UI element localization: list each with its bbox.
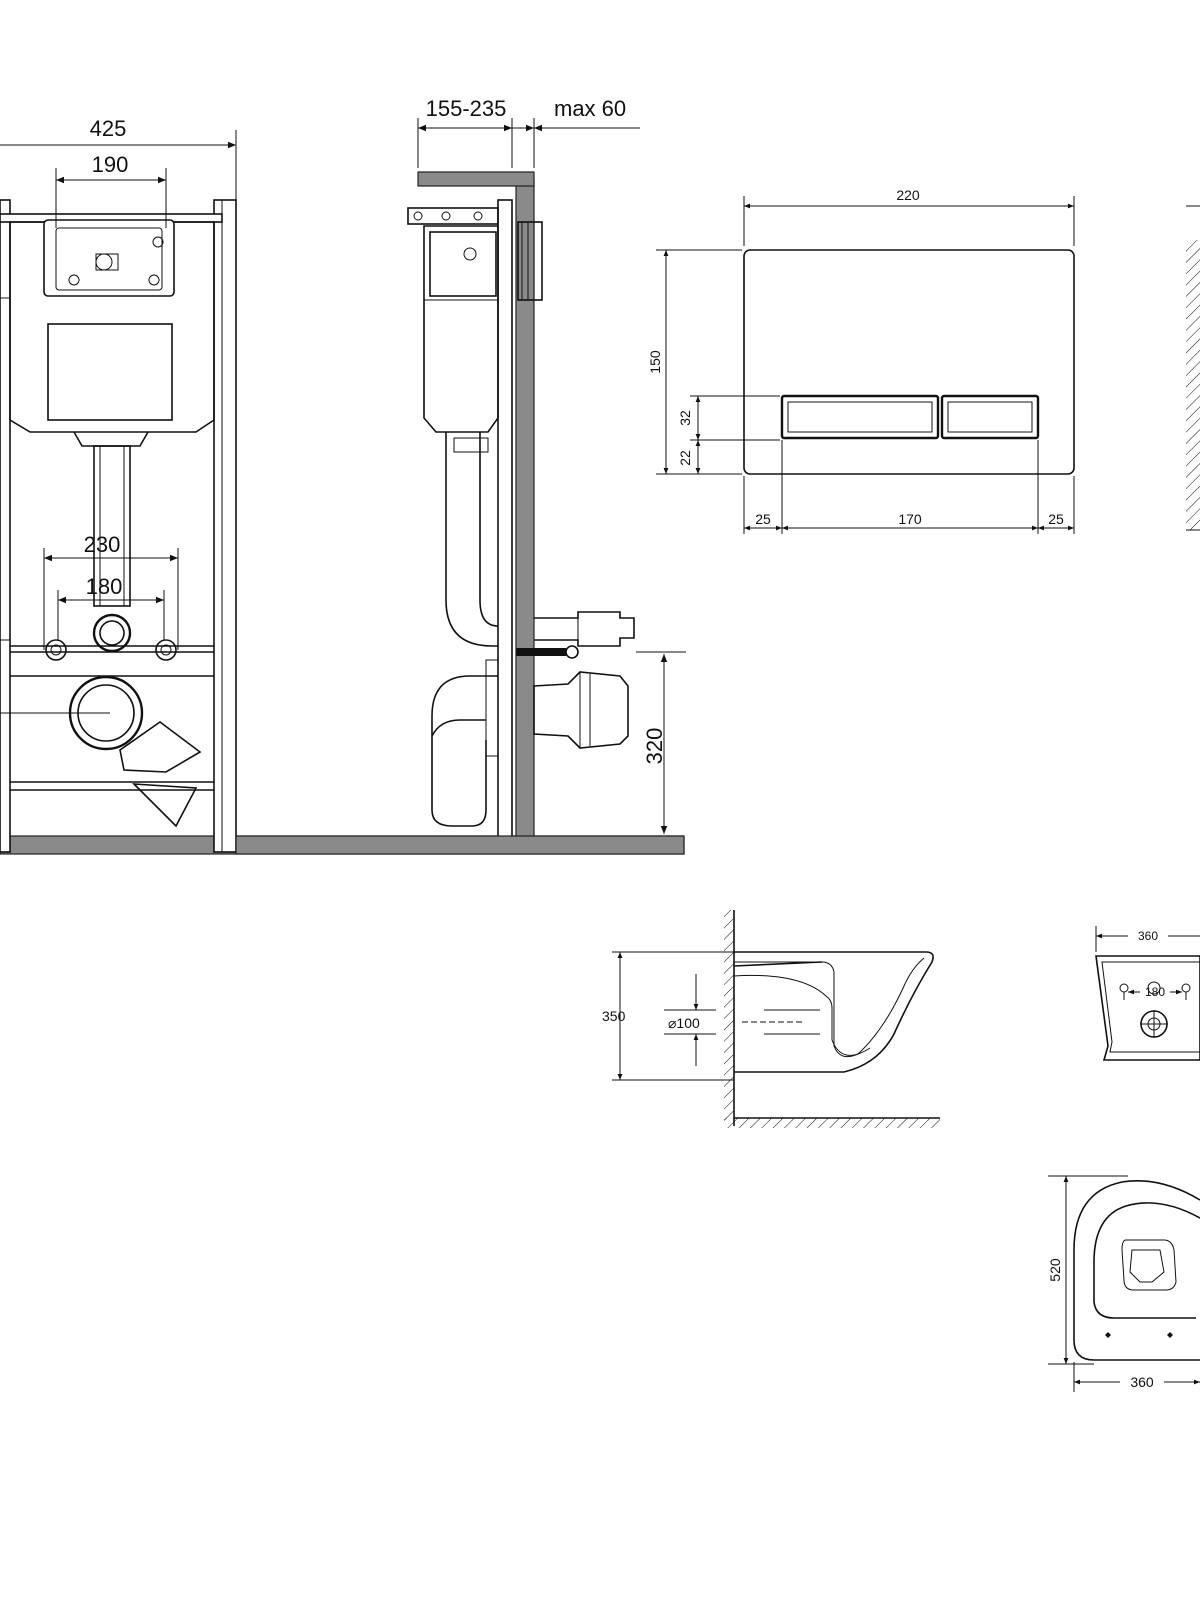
bowl-back-outline [1095,955,1200,1061]
dim-button-offset: 22 [677,450,693,466]
bowl-side-view: 350 ⌀100 [602,910,940,1128]
dim-plate-height: 150 [647,350,663,374]
front-view: 425 190 230 180 [0,116,685,855]
side-flush-pipe [445,432,498,647]
side-drain-elbow [431,675,498,827]
wall-cap [417,171,535,187]
mounting-bolt-left [45,639,67,661]
side-cistern [423,225,499,433]
inspection-opening [43,219,175,297]
dim-wall-depth: 155-235 [426,96,507,121]
dim-plate-width: 220 [896,187,920,203]
dim-button-frame-width: 190 [92,152,129,177]
dim-bracket-outer: 230 [84,532,121,557]
flush-plate [743,249,1075,475]
dim-button-span: 170 [898,511,922,527]
cistern [9,221,215,433]
dim-bowl-back-width: 360 [1138,929,1158,943]
side-view: 155-235 max 60 320 [235,96,686,855]
floor-side [235,835,685,855]
frame-right-post [213,199,237,853]
flush-pipe [93,445,131,607]
bowl-top-outline [1073,1180,1200,1361]
dim-bracket-inner: 180 [86,574,123,599]
frame-left-post [0,199,11,853]
bowl-side-outline [734,951,934,1073]
dim-bolt-spacing: 180 [1145,985,1165,999]
dim-outlet-diameter: ⌀100 [668,1015,700,1031]
dim-margin-right: 25 [1048,511,1064,527]
bowl-back-view: 360 180 [1095,926,1200,1061]
flush-button-right [940,394,1040,440]
dim-outlet-height: 320 [642,728,667,765]
dim-max-depth: max 60 [554,96,626,121]
side-frame-post [497,199,513,853]
dim-bowl-height: 350 [602,1008,626,1024]
dim-bowl-length: 520 [1047,1258,1063,1282]
bowl-top-view: 520 360 [1047,1175,1200,1392]
dim-margin-left: 25 [755,511,771,527]
flush-plate-view: 220 150 32 22 25 170 25 [647,187,1075,534]
dim-button-height: 32 [677,410,693,426]
edge-wall-hatch [1186,205,1200,531]
dim-bowl-top-width: 360 [1130,1374,1154,1390]
cistern-panel [47,323,173,421]
flush-button-left [780,394,940,440]
mounting-bolt-right [155,639,177,661]
dim-frame-width: 425 [90,116,127,141]
